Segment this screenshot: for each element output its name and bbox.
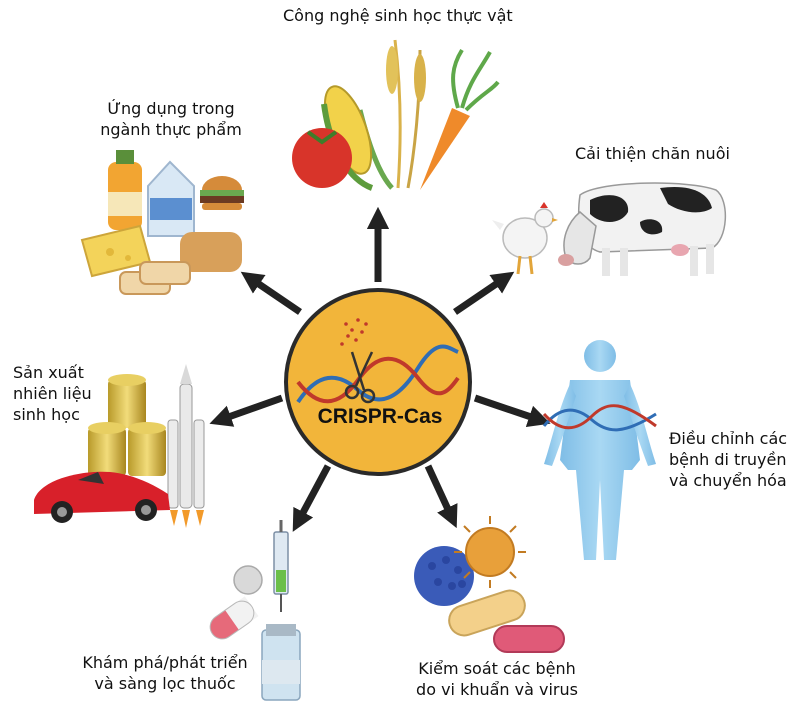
dna-helix (296, 344, 460, 404)
barrel-icons (88, 374, 166, 476)
tomato-icon (292, 128, 352, 188)
center-label: CRISPR-Cas (317, 405, 443, 428)
chicken-icon (492, 202, 558, 275)
label-pathogen: Kiểm soát các bệnh do vi khuẩn và virus (402, 658, 592, 700)
plant-illustration (292, 39, 500, 191)
virus-orange-icon (454, 516, 526, 588)
bread-icon (119, 232, 242, 295)
burger-icon (200, 176, 244, 210)
bacteria-pink-icon (493, 625, 565, 653)
scissors-icon (344, 351, 376, 404)
label-biofuel-line: nhiên liệu (13, 384, 92, 403)
cow-icon (558, 182, 727, 276)
food-illustration (80, 150, 244, 295)
label-food-line: ngành thực phẩm (100, 120, 242, 139)
pill-icons (209, 565, 263, 640)
vial-icon (261, 624, 301, 701)
label-food-line: Ứng dụng trong (107, 99, 235, 118)
label-livestock-line: Cải thiện chăn nuôi (575, 144, 730, 163)
livestock-illustration (492, 182, 727, 276)
particles (340, 318, 368, 346)
arrow-pathogen (424, 464, 458, 529)
label-drug: Khám phá/phát triển và sàng lọc thuốc (70, 652, 260, 694)
label-plant: Công nghệ sinh học thực vật (283, 5, 513, 26)
human-body-illustration (542, 340, 657, 560)
label-biofuel-line: Sản xuất (13, 363, 84, 382)
virus-blue-icon (414, 546, 474, 606)
syringe-icon (273, 520, 289, 612)
body-dna (542, 404, 657, 432)
pathogen-illustration (414, 516, 565, 653)
rocket-icon (167, 364, 205, 528)
biofuel-illustration (34, 364, 205, 528)
label-pathogen-line: do vi khuẩn và virus (416, 680, 578, 699)
label-livestock: Cải thiện chăn nuôi (575, 143, 730, 164)
label-genetic-line: bệnh di truyền (669, 450, 787, 469)
label-biofuel: Sản xuất nhiên liệu sinh học (13, 362, 92, 425)
label-plant-line: Công nghệ sinh học thực vật (283, 6, 513, 25)
label-biofuel-line: sinh học (13, 405, 80, 424)
arrow-genetic (473, 394, 551, 428)
label-genetic-line: Điều chỉnh các (669, 429, 788, 448)
label-food: Ứng dụng trong ngành thực phẩm (96, 98, 246, 140)
label-pathogen-line: Kiểm soát các bệnh (418, 659, 576, 678)
crispr-center (284, 288, 472, 476)
arrow-livestock (453, 271, 515, 315)
carrot-icon (420, 108, 470, 190)
arrow-biofuel (209, 394, 284, 427)
label-genetic-line: và chuyển hóa (669, 471, 787, 490)
drug-illustration (209, 520, 301, 701)
label-genetic: Điều chỉnh các bệnh di truyền và chuyển … (669, 428, 787, 491)
bacteria-yellow-icon (448, 589, 526, 637)
label-drug-line: Khám phá/phát triển (82, 653, 248, 672)
arrow-food (240, 271, 302, 315)
arrow-drug (292, 464, 332, 532)
car-icon (34, 471, 170, 523)
label-drug-line: và sàng lọc thuốc (94, 674, 236, 693)
arrows (209, 206, 551, 532)
